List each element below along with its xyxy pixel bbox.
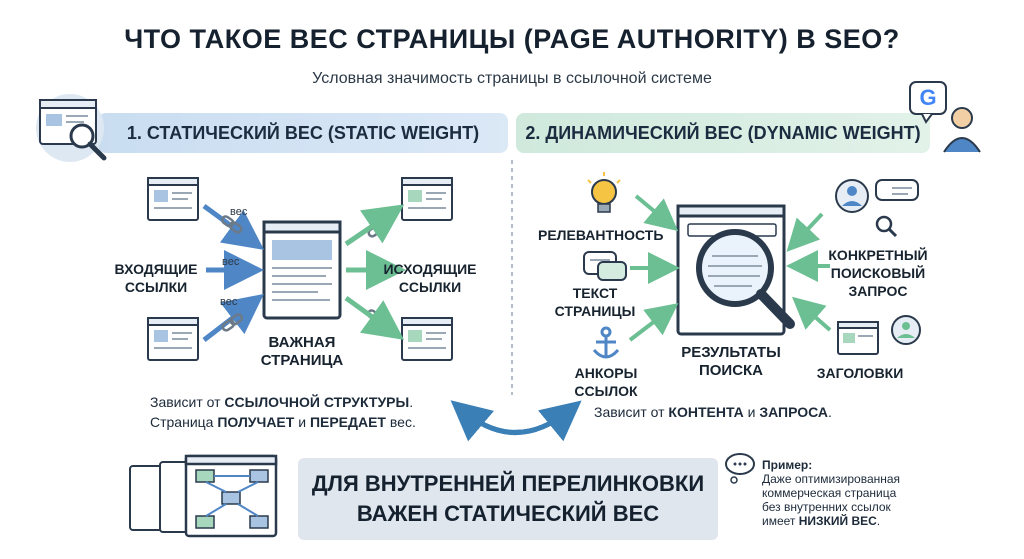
anchor-icon xyxy=(592,326,620,359)
site-structure-icon xyxy=(129,454,278,538)
page-title: ЧТО ТАКОЕ ВЕС СТРАНИЦЫ (PAGE AUTHORITY) … xyxy=(124,24,900,54)
dynamic-weight-banner: 2. ДИНАМИЧЕСКИЙ ВЕС (DYNAMIC WEIGHT) xyxy=(516,113,930,153)
weight-label-middle: вес xyxy=(222,256,240,268)
thought-bubble-icon xyxy=(725,453,755,484)
relevance-label: РЕЛЕВАНТНОСТЬ xyxy=(538,227,664,243)
page-subtitle: Условная значимость страницы в ссылочной… xyxy=(312,70,712,87)
chat-bubbles-icon xyxy=(583,251,627,281)
example-note: Пример: Даже оптимизированная коммерческ… xyxy=(762,458,901,528)
static-weight-banner: 1. СТАТИЧЕСКИЙ ВЕС (STATIC WEIGHT) xyxy=(98,113,508,153)
weight-label-top: вес xyxy=(230,206,248,218)
static-description: Зависит от ССЫЛОЧНОЙ СТРУКТУРЫ. Страница… xyxy=(150,394,416,430)
conclusion-line-2: ВАЖЕН СТАТИЧЕСКИЙ ВЕС xyxy=(356,501,660,526)
dynamic-description: Зависит от КОНТЕНТА и ЗАПРОСА. xyxy=(594,404,832,420)
google-user-icon xyxy=(909,81,981,153)
headings-label: ЗАГОЛОВКИ xyxy=(816,365,904,381)
weight-label-bottom: вес xyxy=(220,296,238,308)
conclusion-box: ДЛЯ ВНУТРЕННЕЙ ПЕРЕЛИНКОВКИ ВАЖЕН СТАТИЧ… xyxy=(298,458,718,540)
anchors-label: АНКОРЫ ССЫЛОК xyxy=(574,365,638,399)
browser-search-icon xyxy=(36,94,107,162)
user-circle-icon xyxy=(835,179,919,238)
headings-page-icon xyxy=(837,315,921,355)
google-badge: G xyxy=(919,85,937,110)
lightbulb-icon xyxy=(587,172,621,213)
conclusion-line-1: ДЛЯ ВНУТРЕННЕЙ ПЕРЕЛИНКОВКИ xyxy=(311,471,705,496)
